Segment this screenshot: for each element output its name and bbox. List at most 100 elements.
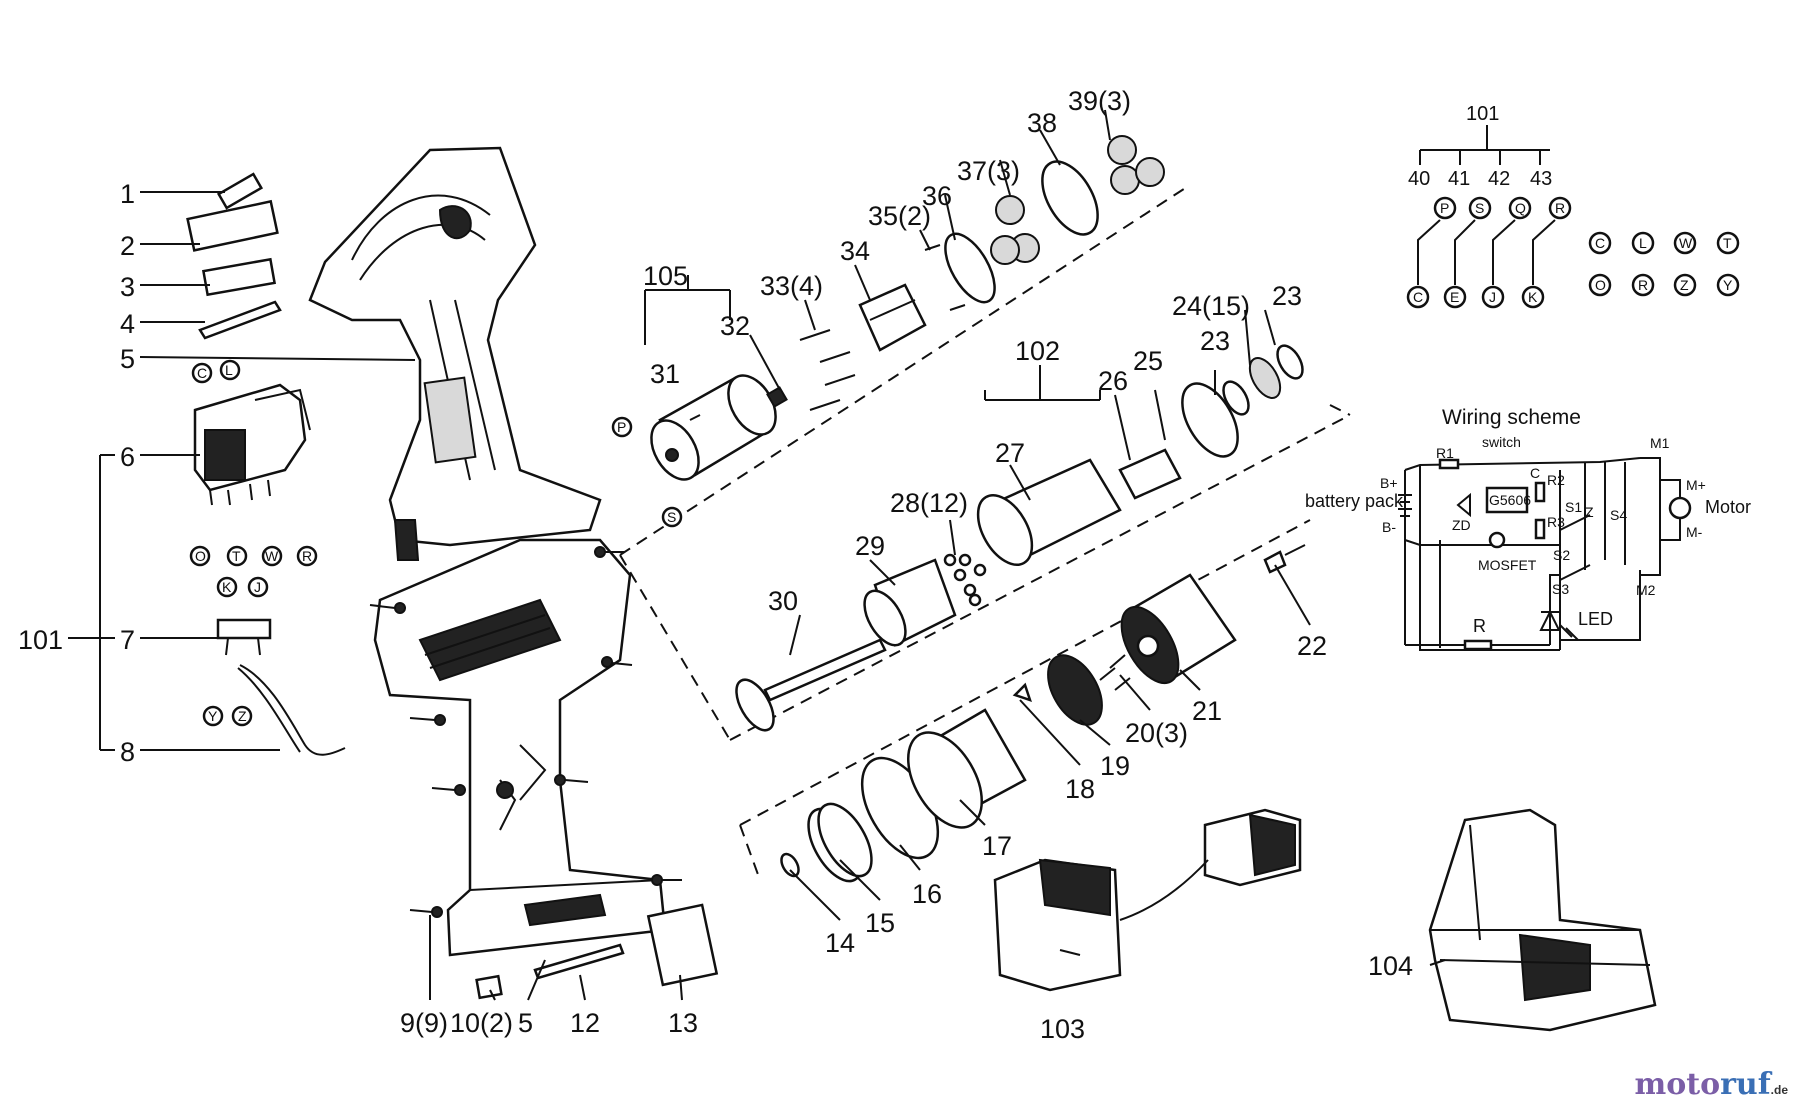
wiring-m-plus: M+: [1686, 477, 1706, 493]
switch-letter-bottom-1: O: [195, 548, 206, 564]
motoruf-watermark: motoruf.de: [1635, 1067, 1789, 1102]
planetary-gears: [944, 135, 1165, 304]
callout-12: 12: [570, 1008, 600, 1038]
callout-13: 13: [668, 1008, 698, 1038]
switch-assembly: [193, 383, 311, 506]
pair-4-bottom: Y: [1723, 277, 1733, 293]
callout-39: 39(3): [1068, 86, 1131, 116]
legend-bottom-letter-1: C: [1413, 289, 1423, 305]
pair-3-top: W: [1679, 235, 1693, 251]
callout-37: 37(3): [957, 156, 1020, 186]
callout-28: 28(12): [890, 488, 968, 518]
motor-letter-left: P: [617, 419, 626, 435]
callout-20: 20(3): [1125, 718, 1188, 748]
legend-title-101: 101: [1466, 103, 1499, 125]
switch-letter-top-1: C: [197, 365, 207, 381]
callout-104: 104: [1368, 951, 1413, 981]
pair-1-top: C: [1595, 235, 1605, 251]
legend-top-letter-2: S: [1475, 200, 1484, 216]
callout-14: 14: [825, 928, 855, 958]
wire-connection-legend: 101 40 41 42 43 P S Q R C E J K C O L R …: [1406, 103, 1740, 309]
callout-102: 102: [1015, 336, 1060, 366]
callout-2: 2: [120, 231, 135, 261]
callout-27: 27: [995, 438, 1025, 468]
battery-charger: [993, 808, 1302, 992]
watermark-suffix: .de: [1770, 1083, 1788, 1097]
switch-wire-letters: C L O T W R K J Y Z P S: [189, 359, 683, 727]
wiring-r1: R1: [1436, 445, 1454, 461]
pair-2-top: L: [1639, 235, 1647, 251]
ring-gear-and-spindle: [735, 553, 987, 732]
legend-42: 42: [1488, 168, 1510, 190]
wiring-chip: G5606: [1489, 492, 1531, 508]
callout-26: 26: [1098, 366, 1128, 396]
plug-letter-top-1: K: [222, 579, 232, 595]
wiring-zd: ZD: [1452, 517, 1471, 533]
callout-23-right: 23: [1272, 281, 1302, 311]
legend-bottom-letter-3: J: [1489, 289, 1496, 305]
callout-36: 36: [922, 181, 952, 211]
legend-top-letter-4: R: [1555, 200, 1565, 216]
housing-screws: [369, 546, 682, 918]
callout-6: 6: [120, 442, 135, 472]
leader-lines: [68, 109, 1446, 1001]
wiring-battery-label: battery pack: [1305, 491, 1404, 511]
callout-numbers: 1 2 3 4 5 6 7 8 101 9(9) 10(2) 5 12 13 1…: [18, 86, 1413, 1044]
legend-41: 41: [1448, 168, 1470, 190]
callout-35: 35(2): [868, 201, 931, 231]
plug-letter-bottom-2: Z: [238, 708, 247, 724]
wiring-s4: S4: [1610, 507, 1627, 523]
wiring-b-plus: B+: [1380, 475, 1398, 491]
callout-16: 16: [912, 879, 942, 909]
callout-5-top: 5: [120, 344, 135, 374]
connector-and-wire: [216, 618, 346, 756]
callout-18: 18: [1065, 774, 1095, 804]
wiring-motor: Motor: [1705, 497, 1751, 517]
wiring-m1: M1: [1650, 435, 1670, 451]
callout-1: 1: [120, 179, 135, 209]
wiring-b-minus: B-: [1382, 519, 1396, 535]
callout-30: 30: [768, 586, 798, 616]
pair-2-bottom: R: [1638, 277, 1648, 293]
callout-23-left: 23: [1200, 326, 1230, 356]
wiring-m-minus: M-: [1686, 524, 1703, 540]
clutch-parts: [780, 654, 1103, 883]
callout-34: 34: [840, 236, 870, 266]
legend-bottom-letter-2: E: [1450, 289, 1459, 305]
callout-15: 15: [865, 908, 895, 938]
callout-38: 38: [1027, 108, 1057, 138]
callout-101-left: 101: [18, 625, 63, 655]
wiring-title: Wiring scheme: [1442, 406, 1581, 429]
wiring-s3: S3: [1552, 581, 1569, 597]
callout-103: 103: [1040, 1014, 1085, 1044]
switch-letter-bottom-2: T: [232, 548, 241, 564]
watermark-part-b: ruf: [1720, 1067, 1771, 1102]
switch-letter-bottom-3: W: [265, 548, 279, 564]
pair-4-top: T: [1723, 235, 1732, 251]
motor-letter-bottom: S: [667, 509, 676, 525]
gear-plate: [799, 244, 966, 411]
callout-8: 8: [120, 737, 135, 767]
wiring-led: LED: [1578, 609, 1613, 629]
callout-24: 24(15): [1172, 291, 1250, 321]
callout-10: 10(2): [450, 1008, 513, 1038]
wiring-s1: S1: [1565, 499, 1582, 515]
wiring-z: Z: [1585, 504, 1594, 520]
pair-1-bottom: O: [1595, 277, 1606, 293]
wiring-mosfet: MOSFET: [1478, 557, 1537, 573]
wiring-r: R: [1473, 616, 1486, 636]
housing-shell-upper: [308, 146, 602, 561]
bit-and-clip: [475, 903, 719, 1000]
legend-top-letter-3: Q: [1515, 200, 1526, 216]
watermark-part-a: moto: [1634, 1067, 1721, 1102]
plug-letter-bottom-1: Y: [208, 708, 218, 724]
switch-letter-top-2: L: [225, 362, 233, 378]
small-parts-left: [186, 172, 282, 340]
switch-letter-bottom-4: R: [302, 548, 312, 564]
callout-9: 9(9): [400, 1008, 448, 1038]
wiring-scheme: Wiring scheme switch battery pack B+ B- …: [1305, 406, 1751, 651]
motor: [650, 374, 788, 481]
callout-3: 3: [120, 272, 135, 302]
